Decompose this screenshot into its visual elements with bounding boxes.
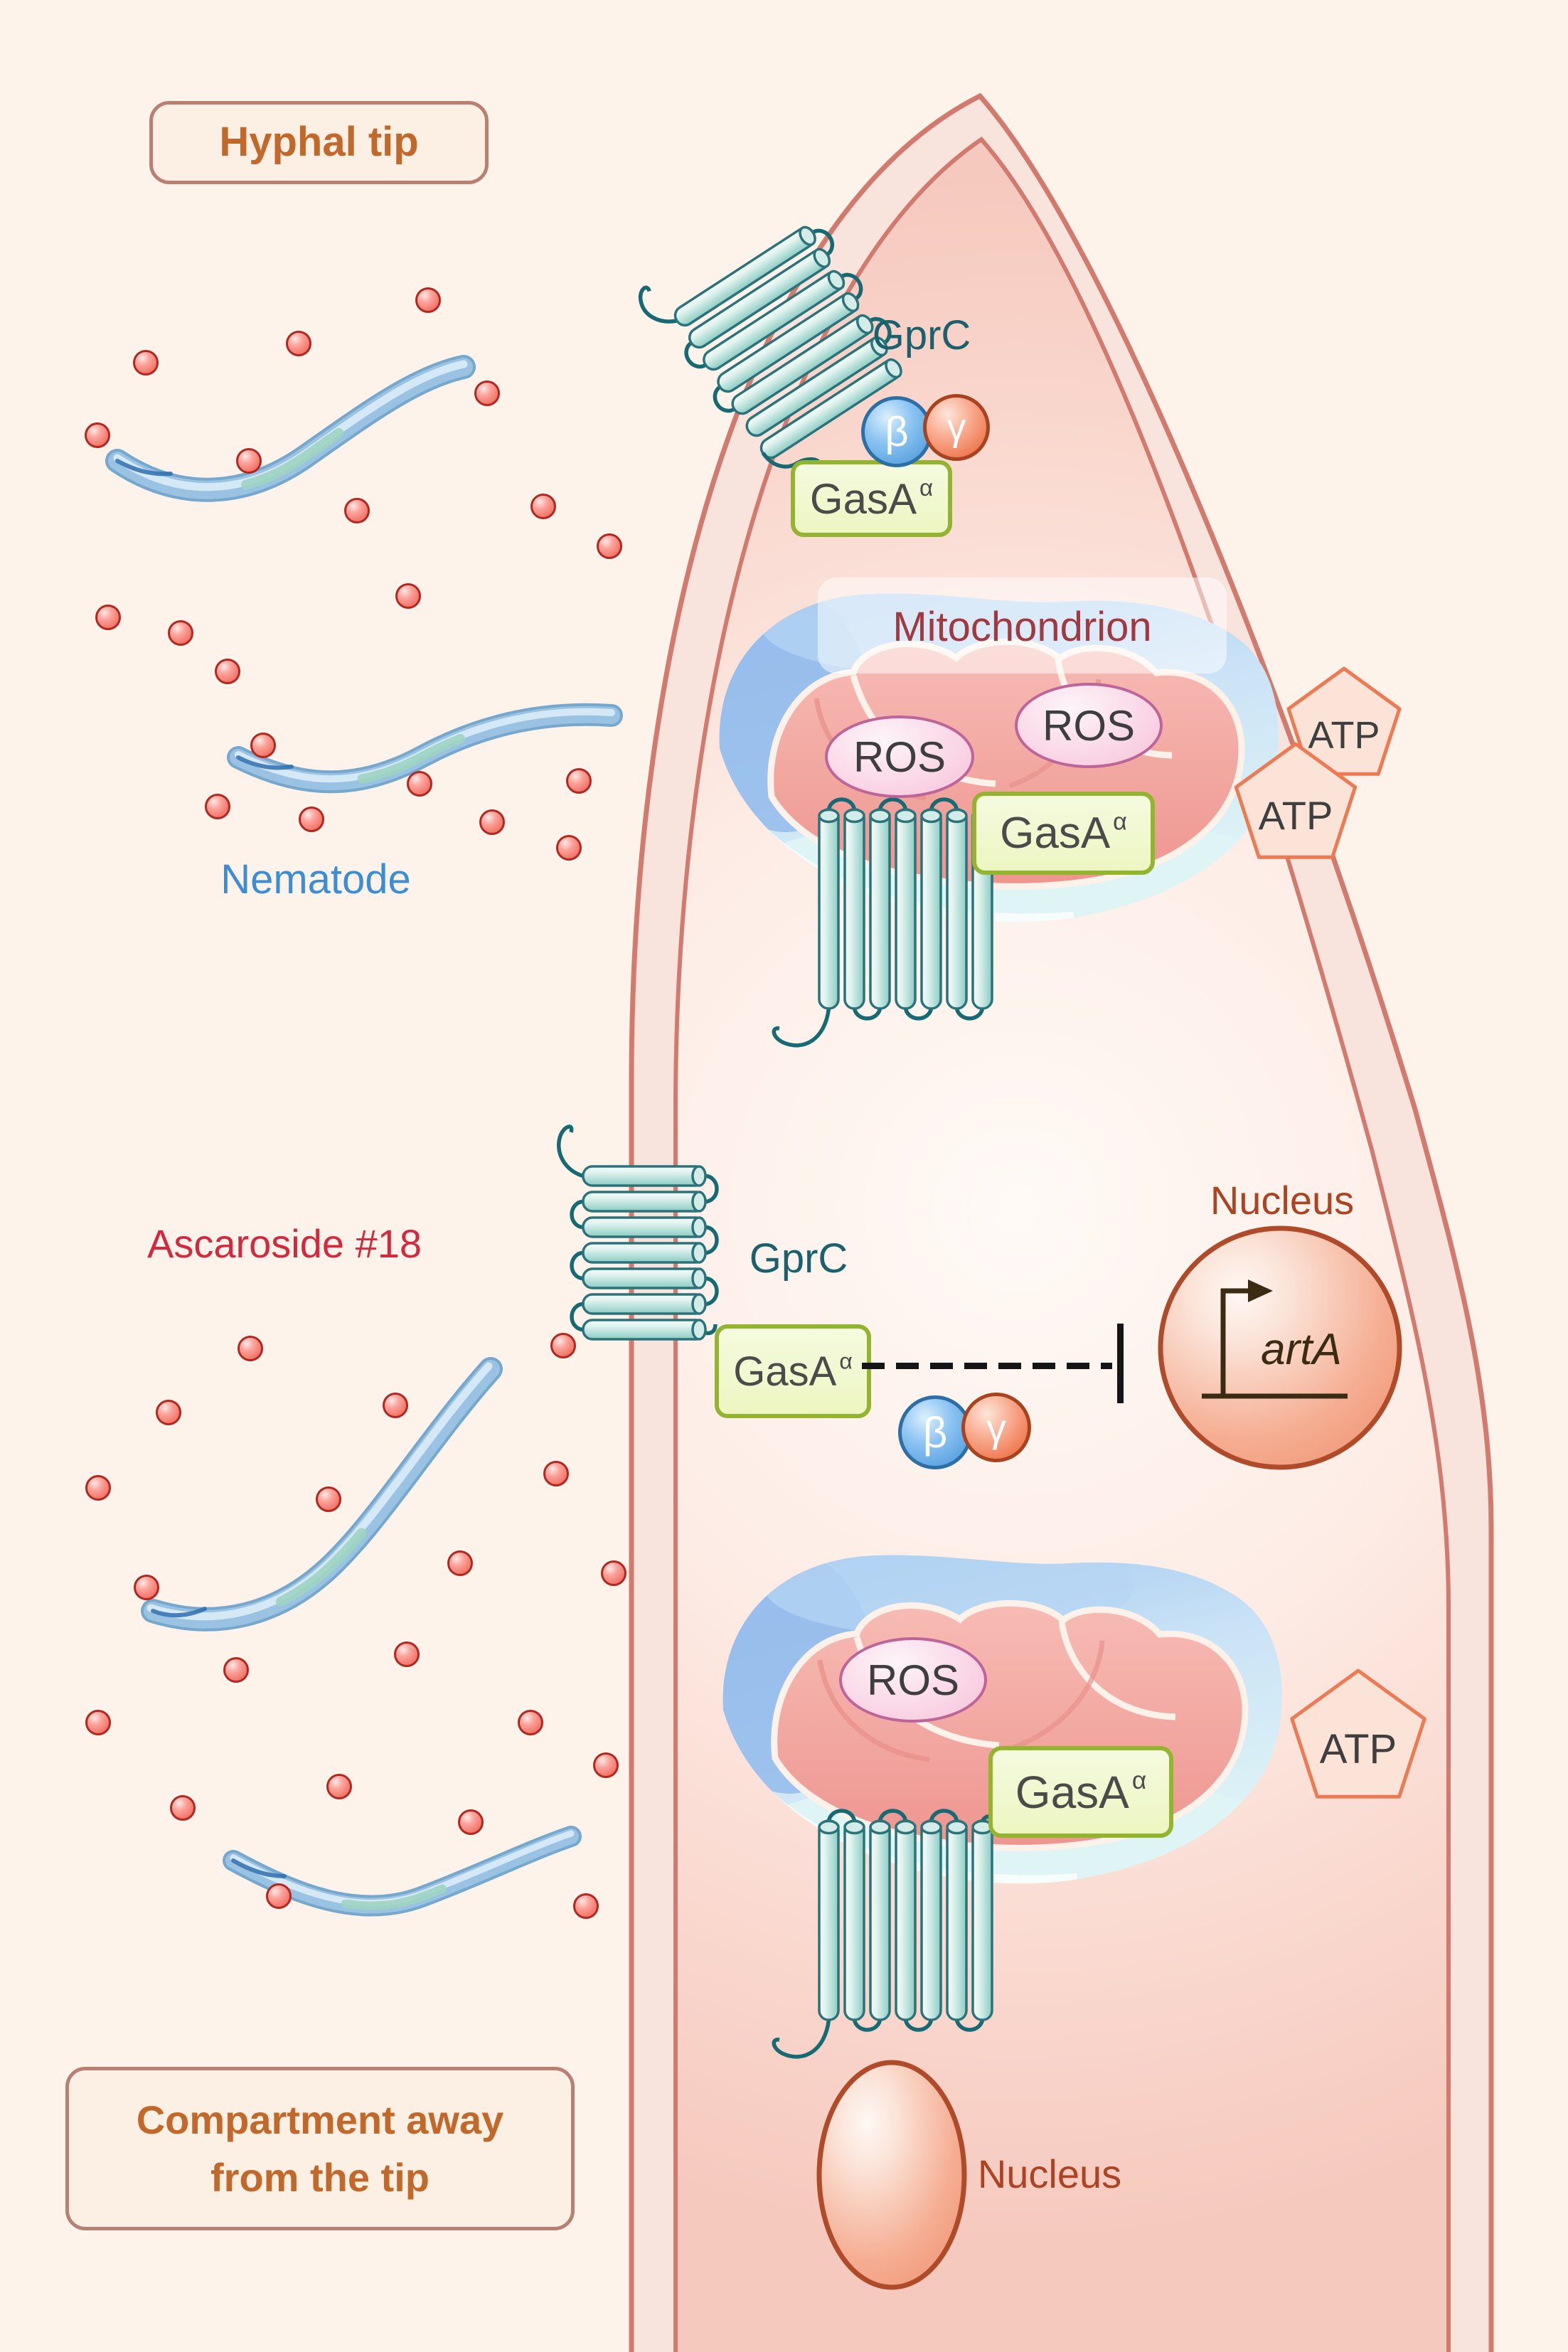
beta-subunit-top: β: [861, 396, 932, 467]
gasa-label: GasA: [809, 474, 917, 523]
nucleus-arta: [1158, 1225, 1402, 1470]
promoter-arrowhead: [1248, 1279, 1273, 1302]
gasa-alpha-sup: α: [839, 1348, 853, 1374]
gprc-label-mid: GprC: [749, 1235, 848, 1282]
nematode-worm: [227, 703, 623, 794]
atp-pentagon: ATP: [1281, 664, 1407, 789]
atp-label: ATP: [1319, 1725, 1397, 1772]
compartment-box: Compartment away from the tip: [65, 2067, 575, 2230]
mitochondrion-label: Mitochondrion: [892, 604, 1152, 650]
gasa-alpha-sup: α: [1113, 808, 1127, 836]
nucleus-bottom-graphic: [816, 2060, 967, 2290]
ros-label: ROS: [853, 733, 946, 781]
nucleus-label-bottom: Nucleus: [977, 2151, 1122, 2196]
ros-oval: ROS: [839, 1637, 987, 1723]
ros-oval: ROS: [1015, 683, 1163, 768]
outer-wall-line: [629, 92, 1494, 2352]
gamma-subunit-mid: γ: [961, 1393, 1031, 1462]
compartment-label-line2: from the tip: [210, 2155, 430, 2200]
nematode-worms: [105, 355, 623, 1917]
gasa-alpha-sup: α: [919, 474, 934, 501]
hyphal-tip-label: Hyphal tip: [219, 119, 419, 166]
gamma-label: γ: [986, 1405, 1006, 1450]
inhibition-t-bar: [1117, 1324, 1124, 1403]
gprc-receptor-mid: [557, 1124, 719, 1341]
pentagon-icon: [1234, 742, 1358, 859]
beta-subunit-mid: β: [898, 1395, 972, 1469]
pentagon-icon: [1290, 1669, 1426, 1799]
atp-label: ATP: [1308, 714, 1380, 757]
gasa-label: GasA: [1000, 809, 1111, 858]
plasma-membrane-line: [673, 137, 1451, 2352]
gasa-label: GasA: [1015, 1766, 1129, 1818]
nematode-label: Nematode: [220, 856, 411, 903]
atp-label: ATP: [1258, 792, 1333, 838]
gamma-subunit-top: γ: [923, 394, 990, 461]
nematode-worm: [223, 1826, 582, 1917]
inhibition-dashed-line: [862, 1363, 1112, 1369]
ros-label: ROS: [1042, 701, 1136, 750]
pentagon-icon: [1286, 666, 1402, 776]
gasa-label: GasA: [733, 1348, 837, 1395]
nucleus-label-top: Nucleus: [1210, 1178, 1355, 1223]
gprc-label-top: GprC: [872, 312, 971, 358]
nematode-worm: [105, 355, 476, 502]
arta-gene-label: artA: [1261, 1325, 1342, 1374]
ros-label: ROS: [866, 1656, 960, 1704]
beta-label: β: [885, 408, 909, 455]
gprc-receptor-mitochondrial: [772, 797, 993, 1048]
nematode-worm: [141, 1357, 503, 1632]
beta-label: β: [922, 1408, 948, 1457]
gene-promoter-icon: [1202, 1288, 1348, 1399]
gasa-alpha-sup: α: [1131, 1766, 1147, 1794]
atp-pentagon: ATP: [1284, 1666, 1432, 1814]
gamma-label: γ: [946, 406, 966, 449]
gprc-receptor-top: [638, 225, 902, 469]
mitochondrion-label-band: [818, 578, 1227, 674]
ascaroside-label: Ascaroside #18: [146, 1221, 422, 1266]
hyphal-tip-box: Hyphal tip: [149, 101, 489, 184]
atp-pentagon: ATP: [1229, 740, 1362, 873]
compartment-label-line1: Compartment away: [136, 2097, 504, 2142]
ros-oval: ROS: [825, 715, 974, 798]
ascaroside-dots: [85, 287, 626, 1919]
